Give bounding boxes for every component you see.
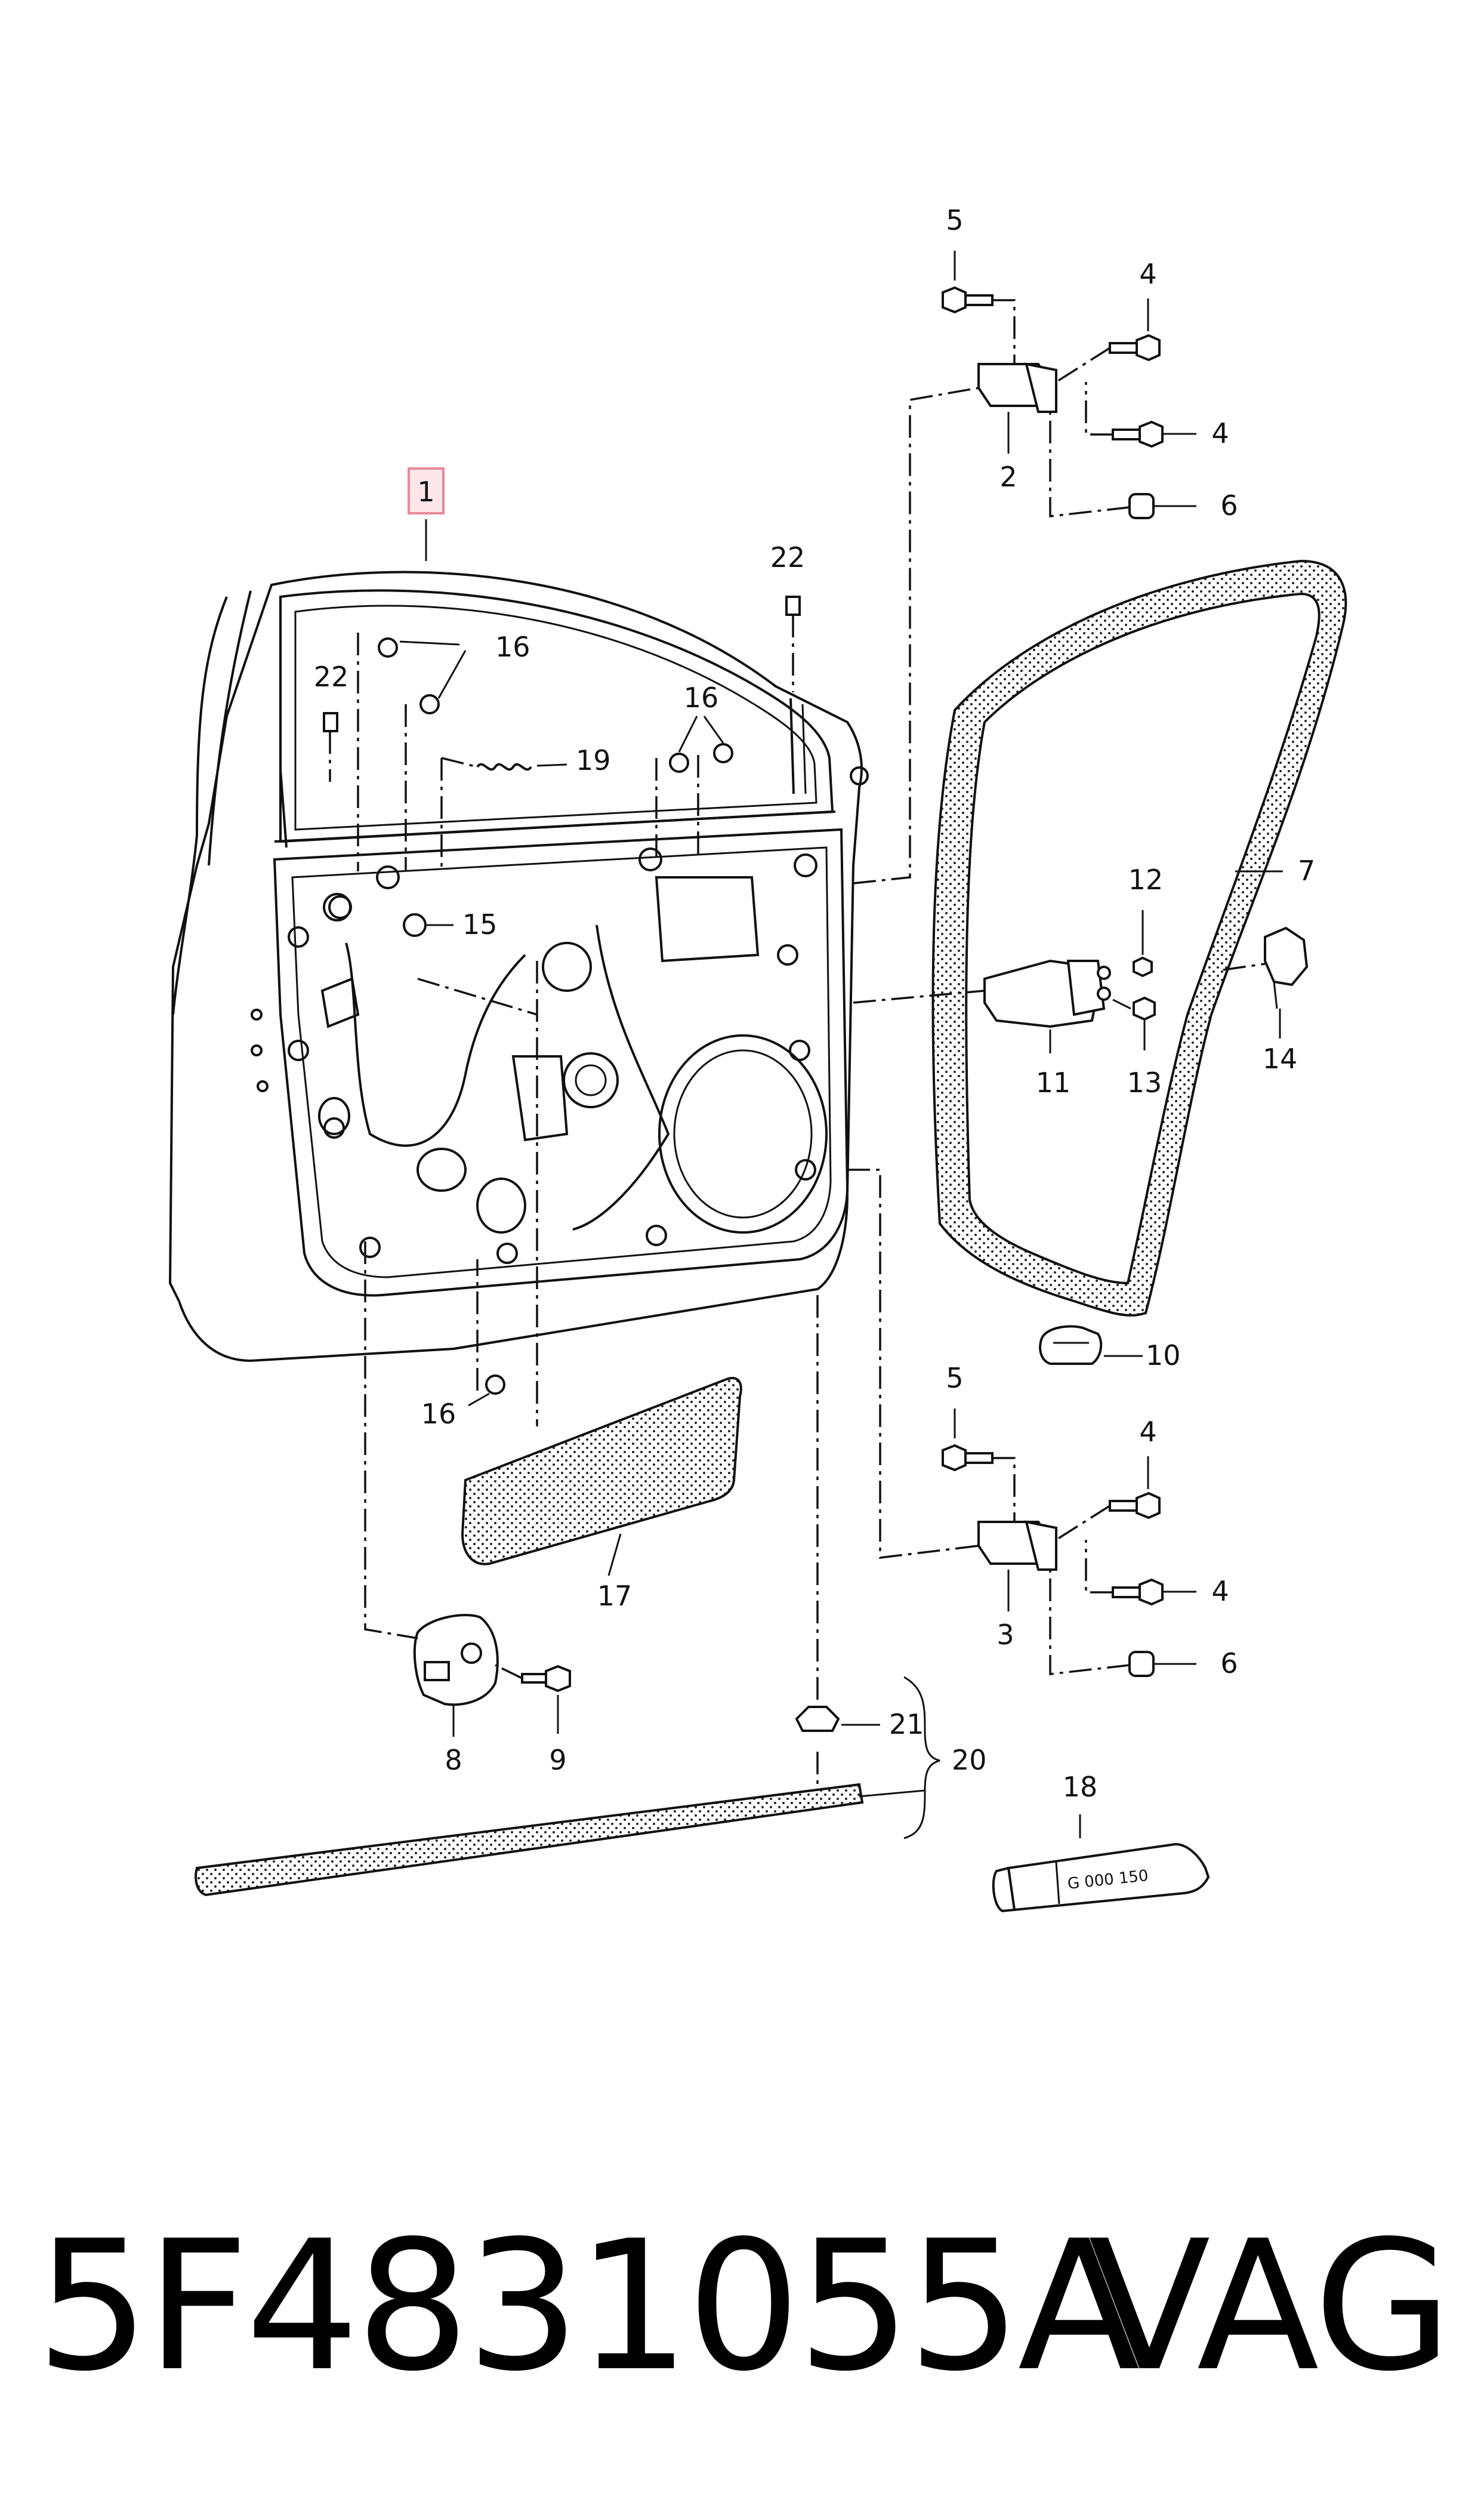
door-shell xyxy=(168,571,869,1363)
callout-12: 12 xyxy=(1128,864,1164,896)
grease-tube-18: G 000 150 xyxy=(992,1814,1210,1913)
callout-16a: 16 xyxy=(495,631,530,663)
callout-6b: 6 xyxy=(1220,1647,1238,1679)
callout-2: 2 xyxy=(999,461,1017,493)
damping-pad-17 xyxy=(417,961,742,1576)
pad-10 xyxy=(1039,1325,1143,1365)
plug-15 xyxy=(403,913,453,937)
callout-1-group: 1 xyxy=(408,467,445,561)
clip-14 xyxy=(1223,926,1309,1038)
lock-assembly xyxy=(853,910,1156,1053)
bottom-seal-20 xyxy=(195,1295,940,1897)
hinge-upper-assembly xyxy=(942,251,1196,519)
clips-22 xyxy=(323,596,801,782)
hinge-lower-assembly xyxy=(942,1408,1196,1677)
callout-16b: 16 xyxy=(684,682,719,714)
callout-6a: 6 xyxy=(1220,489,1238,522)
callout-15: 15 xyxy=(462,908,498,941)
callout-11: 11 xyxy=(1036,1067,1071,1099)
part-number: 5F4831055A xyxy=(36,2202,1140,2411)
brand-name: VAG xyxy=(1088,2202,1452,2411)
callout-18: 18 xyxy=(1063,1771,1098,1803)
callout-19: 19 xyxy=(576,744,611,776)
callout-22a: 22 xyxy=(314,661,349,693)
callout-14: 14 xyxy=(1263,1043,1298,1075)
callout-20: 20 xyxy=(952,1744,987,1776)
callout-4a: 4 xyxy=(1139,258,1156,290)
callout-22b: 22 xyxy=(770,541,806,574)
callout-4c: 4 xyxy=(1139,1416,1156,1448)
bracket-8 xyxy=(364,1241,499,1737)
callout-10: 10 xyxy=(1146,1339,1181,1371)
callout-16c: 16 xyxy=(421,1398,456,1430)
callout-1-highlight xyxy=(408,467,445,514)
callout-17: 17 xyxy=(597,1580,633,1612)
callout-4d: 4 xyxy=(1211,1575,1229,1607)
callout-3: 3 xyxy=(996,1619,1014,1651)
callout-1: 1 xyxy=(417,476,434,508)
callout-21: 21 xyxy=(889,1708,924,1740)
spring-19 xyxy=(440,757,567,871)
screw-9 xyxy=(495,1664,571,1734)
callout-5b: 5 xyxy=(946,1362,963,1394)
callout-5a: 5 xyxy=(946,204,963,236)
callout-7: 7 xyxy=(1298,855,1315,887)
callout-4b: 4 xyxy=(1211,417,1229,449)
footer: 5F4831055A VAG xyxy=(36,2202,1452,2411)
grommets-16 xyxy=(357,633,733,1407)
callout-13: 13 xyxy=(1127,1067,1162,1099)
callout-9: 9 xyxy=(549,1744,566,1776)
callout-8: 8 xyxy=(445,1744,462,1776)
